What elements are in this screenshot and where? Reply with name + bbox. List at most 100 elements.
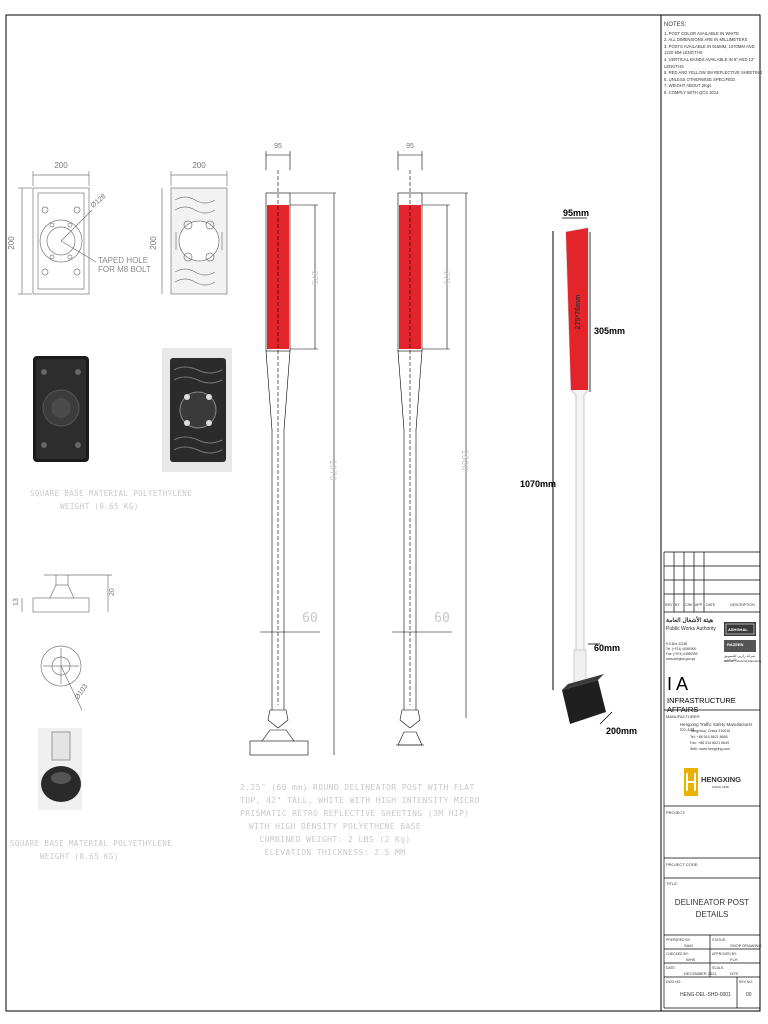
description-line: PRISMATIC RETRO REFLECTIVE SHEETING (3M …: [240, 809, 470, 818]
scale-value: NTS: [730, 971, 738, 976]
note-item: 2. ALL DIMENSIONS ARE IN MILLIMETERS: [664, 37, 748, 43]
ia-mark: I A: [667, 674, 689, 694]
notes-block: NOTES: 1. POST COLOR AVAILABLE IN WHITE …: [664, 22, 764, 97]
photo-top-dim: 95mm: [563, 208, 589, 218]
base-caption-1-line1: SQUARE BASE MATERIAL POLYETHYLENE: [30, 489, 193, 498]
plan-1-height-dim: 200: [7, 236, 16, 250]
manufacturer-line: Web: www.hengxing.com: [690, 747, 731, 751]
manufacturer-line: Hengxing Traffic Safety Manufacturer Co.…: [680, 722, 753, 732]
hengxing-since: SINCE 1998: [712, 785, 729, 789]
razeen-sub: Razeen Industrial Marketing: [724, 659, 762, 663]
left-dia-dim: 60: [302, 611, 318, 626]
photo-total-dim: 1070mm: [520, 479, 556, 489]
po-line: P.O.Box 22188: [666, 642, 688, 646]
manufacturer-line: Fax: +86 514 8621 8649: [690, 741, 730, 745]
status-value: SHOP DRAWING: [730, 943, 762, 948]
note-item: 6. UNLESS OTHERWISE SPECIFIED: [664, 76, 736, 82]
approved-value: FLH: [730, 957, 738, 962]
side-offset-dim: 13: [13, 598, 20, 606]
round-diameter-dim: Ø103: [74, 683, 90, 701]
base-caption-1-line2: WEIGHT (0.65 KG): [60, 502, 139, 511]
right-dia-dim: 60: [434, 611, 450, 626]
note-item: 4. VERTICAL BANDS AVAILABLE IN 9" AND 12…: [664, 56, 755, 69]
post-elevation-right: [392, 151, 468, 746]
note-item: 5. RED AND YELLOW 3M REFLECTIVE SHEETING: [664, 70, 763, 76]
title-label: TITLE:: [666, 881, 679, 886]
description-line: ELEVATION THICKNESS: 2.5 MM: [264, 848, 406, 857]
tapped-hole-note-2: FOR M8 BOLT: [98, 265, 151, 274]
rev-header-description: DESCRIPTION: [730, 603, 755, 607]
base-plan-view-2: [161, 171, 228, 295]
photo-band-dim: 305mm: [594, 326, 625, 336]
authority-english: Public Works Authority: [666, 626, 716, 632]
approved-label: APPROVED BY:: [712, 952, 738, 956]
post-elevation-left: [249, 151, 336, 756]
note-item: 8. COMPLY WITH QCS 2014: [664, 89, 719, 95]
po-line: www.ashghal.gov.qa: [666, 657, 695, 661]
manufacturer-label: MANUFACTURER:: [666, 714, 701, 719]
base-caption-2-line1: SQUARE BASE MATERIAL POLYETHYLENE: [10, 839, 173, 848]
prepared-label: PREPARED BY:: [666, 938, 691, 942]
dwg-no-value: HENG-DEL-SHD-0001: [680, 992, 731, 998]
title-block-grid: [663, 551, 760, 1009]
razeen-arabic: شركة رازين للتسويق الصناعي: [724, 654, 756, 662]
infrastructure-affairs: INFRASTRUCTURE AFFAIRS: [667, 696, 736, 714]
po-line: Fax: (+974) 44950999: [666, 652, 698, 656]
note-item: 7. WEIGHT ABOUT 2Kgs: [664, 83, 712, 89]
photo-dia-dim: 60mm: [594, 643, 620, 653]
date-label: DATE:: [666, 966, 676, 970]
rev-no-value: 00: [746, 992, 752, 998]
scale-label: SCALE:: [712, 966, 725, 970]
checked-label: CHECKED BY:: [666, 952, 689, 956]
rev-header-by: BY: [675, 603, 680, 607]
tapped-hole-note-1: TAPED HOLE: [98, 256, 148, 265]
date-value: DECEMBER 2021: [684, 971, 717, 976]
rev-header-rev: REV: [665, 603, 673, 607]
drawing-title-line1: DELINEATOR POST: [674, 898, 750, 907]
note-item: 1. POST COLOR AVAILABLE IN WHITE: [664, 30, 739, 36]
description-line: COMBINED WEIGHT: 2 LBS (2 Kg): [259, 835, 411, 844]
plan-2-height-dim: 200: [149, 236, 158, 250]
razeen-wordmark: RAZEEN: [727, 642, 744, 647]
ashghal-logo: [724, 622, 756, 636]
description-line: 2.25" (60 mm) ROUND DELINEATOR POST WITH…: [240, 783, 475, 792]
left-band-dim: 275: [310, 271, 319, 286]
base-photo-underside: [162, 348, 232, 472]
note-item: 3. POSTS AVAILABLE IN 915MM, 1070MM AND …: [664, 43, 755, 56]
product-photo: [552, 217, 613, 725]
base-side-view: [21, 574, 112, 613]
right-total-dim: 1800: [459, 449, 469, 471]
description-line: TOP, 42" TALL, WHITE WITH HIGH INTENSITY…: [240, 796, 480, 805]
right-band-dim: 275: [442, 271, 451, 286]
dwg-no-label: DWG NO:: [666, 980, 682, 984]
base-plan-view-1: [18, 171, 97, 295]
right-top-width-dim: 95: [406, 143, 414, 150]
photo-base-dim: 200mm: [606, 726, 637, 736]
base-photo-top: [33, 356, 89, 462]
project-label: PROJECT:: [666, 810, 686, 815]
hengxing-logo: [684, 768, 698, 796]
side-height-dim: 20: [109, 588, 116, 596]
status-label: STATUS:: [712, 938, 726, 942]
notes-title: NOTES:: [664, 22, 687, 28]
plan-2-width-dim: 200: [192, 161, 206, 170]
rev-header-date: DATE: [706, 603, 716, 607]
round-socket-view: [40, 645, 83, 711]
ashghal-wordmark: ASHGHAL: [728, 627, 748, 632]
prepared-value: SAM: [684, 943, 693, 948]
round-base-photo: [38, 728, 82, 810]
rev-header-app: APP: [695, 603, 703, 607]
manufacturer-line: Yangzhou, China 210016: [690, 729, 731, 733]
plan-1-width-dim: 200: [54, 161, 68, 170]
authority-arabic: هيئة الأشغال العامة: [666, 618, 714, 624]
checked-value: WHS: [686, 957, 696, 962]
rev-no-label: REV NO:: [739, 980, 753, 984]
manufacturer-line: Tel: +86 514 8621 8665: [690, 735, 728, 739]
photo-band-text: 275*76mm: [575, 295, 582, 330]
bolt-circle-dim: Ø128: [90, 193, 108, 209]
description-line: WITH HIGH DENSITY POLYETHENE BASE: [248, 822, 422, 831]
left-top-width-dim: 95: [274, 143, 282, 150]
razeen-logo: [724, 640, 756, 652]
hengxing-wordmark: HENGXING: [701, 775, 742, 784]
